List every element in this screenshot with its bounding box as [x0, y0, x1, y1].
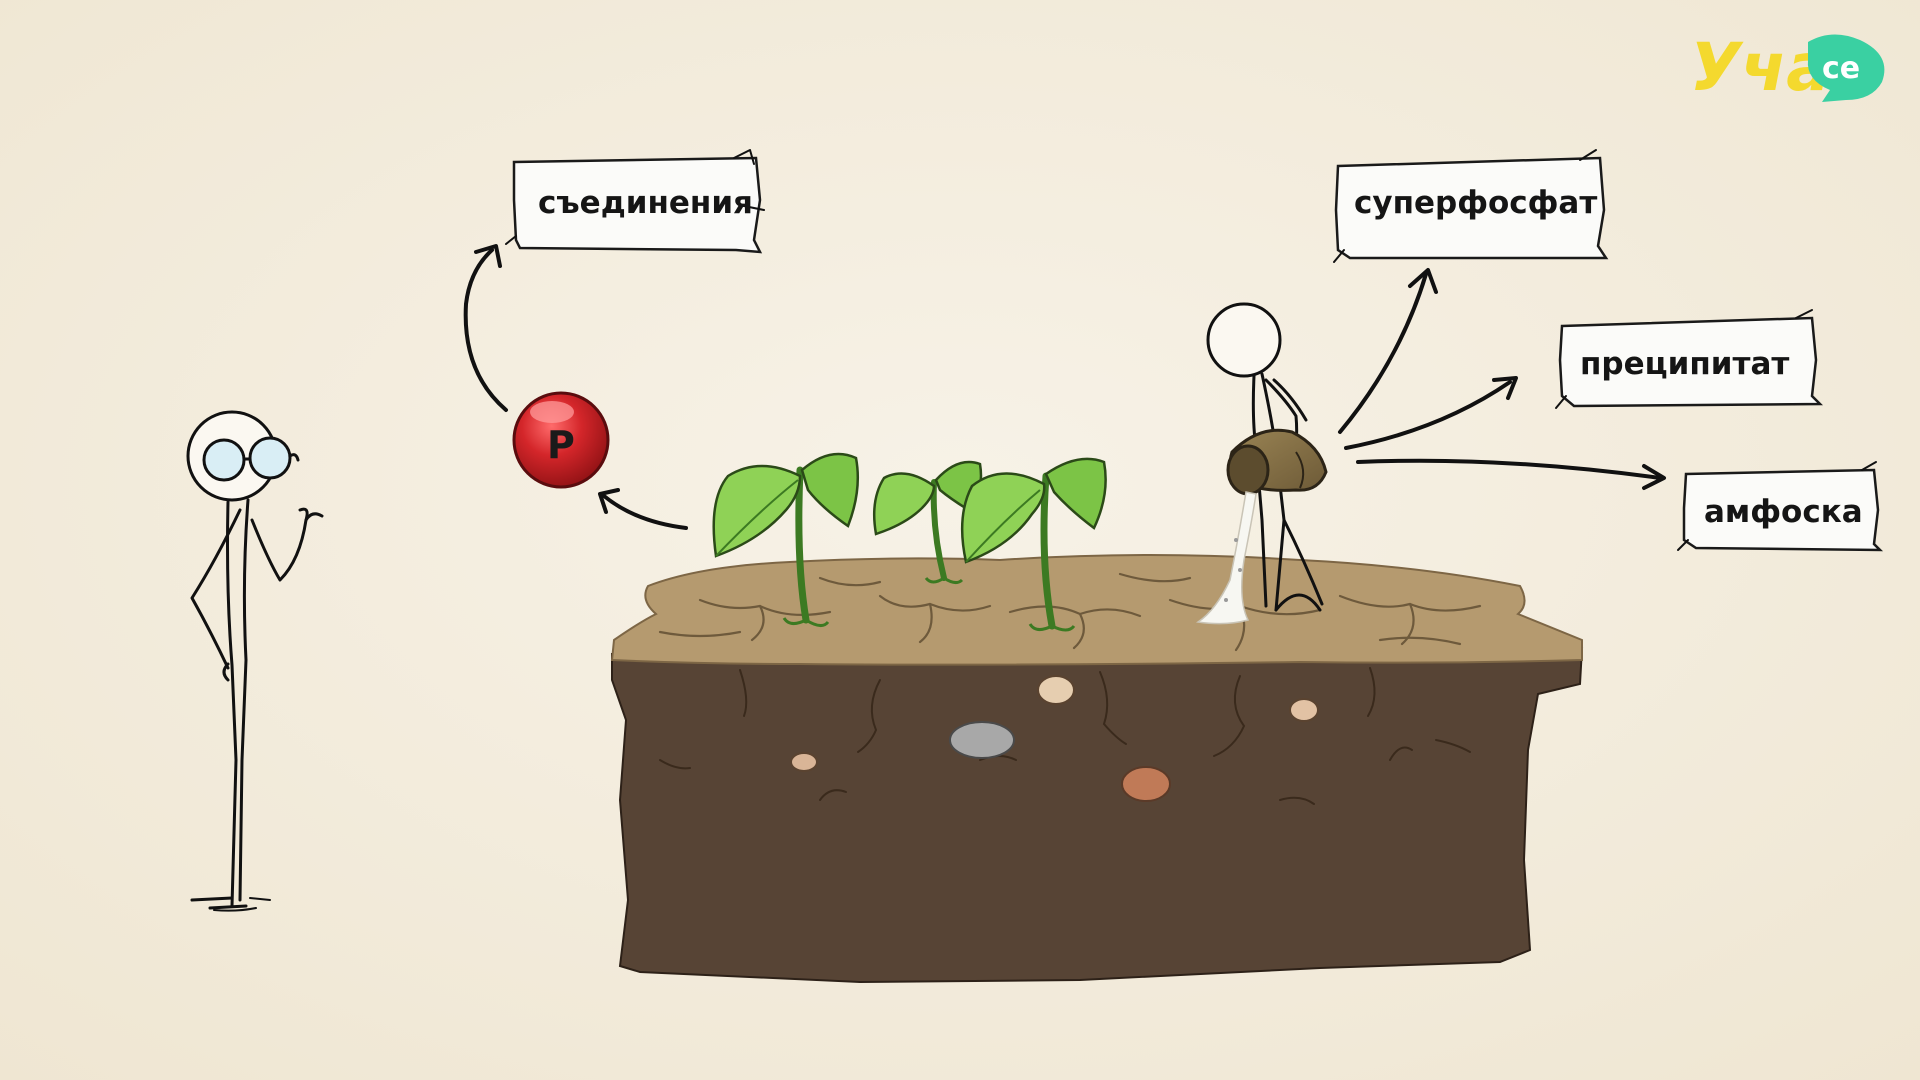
- pebble: [1289, 698, 1319, 722]
- label-amphoska: амфоска: [1704, 494, 1863, 530]
- label-superphosphate: суперфосфат: [1354, 185, 1597, 221]
- scientist-figure: [186, 410, 324, 912]
- arrow-phosphorus-to-compounds: [463, 244, 508, 412]
- pebble: [1037, 675, 1075, 705]
- label-card-compounds: съединения: [505, 149, 765, 254]
- seedling-plant: [960, 457, 1107, 632]
- arrow-to-precipitate: [1344, 376, 1518, 450]
- label-card-precipitate: преципитат: [1555, 309, 1823, 409]
- phosphorus-atom: P: [512, 391, 610, 489]
- farmer-head: [1206, 302, 1282, 378]
- fertilizer-stream: [1195, 491, 1257, 625]
- pebble: [1121, 766, 1171, 802]
- fertilizer-pot: [1226, 428, 1328, 496]
- label-compounds: съединения: [538, 185, 753, 221]
- logo-badge-text: се: [1822, 51, 1860, 86]
- pebble: [790, 752, 818, 772]
- scientist-torso: [238, 498, 250, 902]
- arrow-plants-to-phosphorus: [598, 488, 688, 530]
- arrow-to-amphoska: [1356, 458, 1666, 490]
- element-symbol: P: [547, 423, 575, 467]
- soil-block: [610, 554, 1584, 984]
- label-card-amphoska: амфоска: [1677, 461, 1884, 552]
- glasses-left-lens: [202, 438, 246, 482]
- brand-logo: Уча се: [1690, 29, 1885, 106]
- label-card-superphosphate: суперфосфат: [1333, 149, 1609, 263]
- pebble: [949, 721, 1015, 759]
- glasses-right-lens: [248, 436, 292, 480]
- logo-badge-shape: [1807, 34, 1885, 102]
- label-precipitate: преципитат: [1580, 346, 1789, 382]
- scientist-left-arm: [190, 508, 242, 670]
- arrow-to-superphosphate: [1338, 268, 1438, 434]
- soil-body: [611, 646, 1584, 984]
- logo-text: Уча: [1690, 29, 1831, 106]
- seedling-plant: [712, 452, 860, 627]
- scientist-right-arm: [250, 512, 324, 582]
